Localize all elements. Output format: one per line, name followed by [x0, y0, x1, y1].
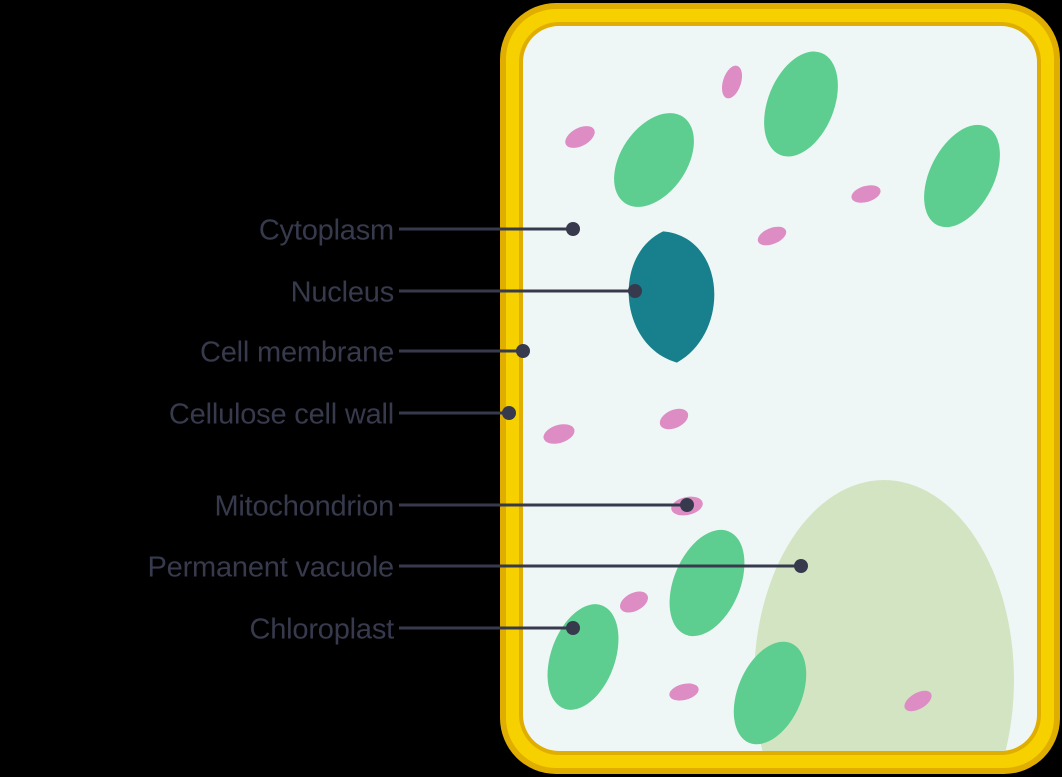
label-permanent-vacuole: Permanent vacuole — [148, 552, 394, 584]
mitochondrion — [904, 690, 932, 712]
mitochondrion — [543, 424, 575, 444]
mitochondrion — [659, 408, 689, 430]
leader-dot-chloroplast — [566, 621, 580, 635]
label-chloroplast: Chloroplast — [250, 614, 395, 646]
permanent-vacuole — [754, 480, 1014, 751]
leader-dot-permanent-vacuole — [794, 559, 808, 573]
mitochondrion — [721, 65, 743, 99]
mitochondrion — [851, 185, 881, 203]
leader-dot-cytoplasm — [566, 222, 580, 236]
chloroplast — [733, 641, 807, 745]
mitochondrion — [757, 226, 787, 246]
organelles-group — [543, 51, 1014, 751]
mitochondrion — [669, 683, 699, 701]
leader-dot-cell-membrane — [516, 344, 530, 358]
mitochondrion — [620, 591, 648, 613]
leader-dot-cellulose-cell-wall — [502, 406, 516, 420]
label-mitochondrion: Mitochondrion — [214, 491, 394, 523]
chloroplast — [669, 529, 745, 637]
mitochondrion — [565, 126, 595, 148]
leader-lines-group — [399, 222, 808, 635]
label-cytoplasm: Cytoplasm — [259, 215, 394, 247]
leader-dot-mitochondrion — [680, 498, 694, 512]
chloroplast — [547, 604, 619, 710]
chloroplast — [924, 124, 1000, 228]
label-cell-membrane: Cell membrane — [200, 337, 394, 369]
label-cellulose-cell-wall: Cellulose cell wall — [169, 399, 394, 431]
label-nucleus: Nucleus — [291, 277, 394, 309]
chloroplast — [614, 113, 694, 207]
leader-dot-nucleus — [628, 284, 642, 298]
nucleus — [628, 231, 715, 363]
chloroplast — [764, 51, 838, 157]
